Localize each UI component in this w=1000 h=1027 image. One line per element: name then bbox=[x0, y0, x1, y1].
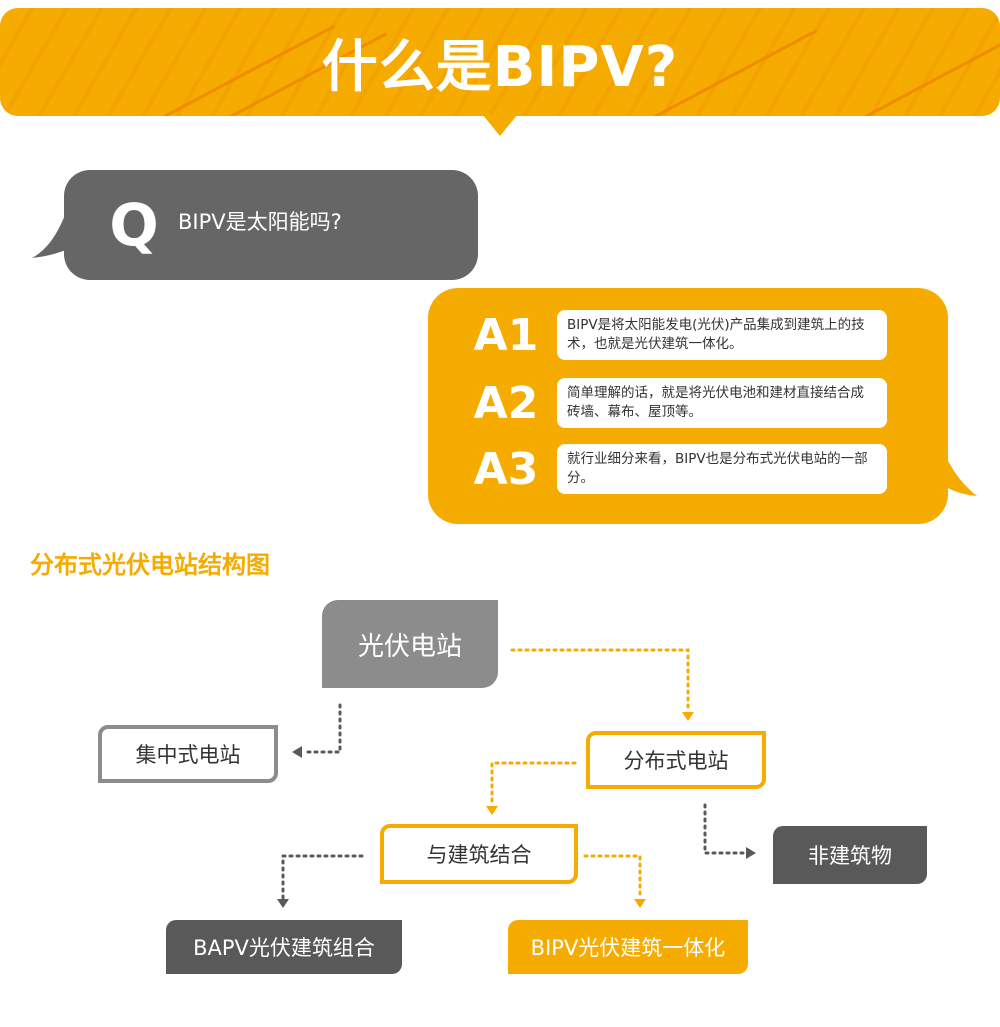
answer-text-a2: 简单理解的话，就是将光伏电池和建材直接结合成砖墙、幕布、屋顶等。 bbox=[557, 378, 887, 428]
node-distributed-station: 分布式电站 bbox=[586, 731, 766, 789]
answer-label-a2: A2 bbox=[473, 378, 539, 429]
node-centralized-station: 集中式电站 bbox=[98, 725, 278, 783]
node-bapv: BAPV光伏建筑组合 bbox=[166, 920, 402, 974]
answer-text-a1: BIPV是将太阳能发电(光伏)产品集成到建筑上的技术，也就是光伏建筑一体化。 bbox=[557, 310, 887, 360]
question-bubble bbox=[64, 170, 478, 280]
answer-text-a3: 就行业细分来看，BIPV也是分布式光伏电站的一部分。 bbox=[557, 444, 887, 494]
node-bipv: BIPV光伏建筑一体化 bbox=[508, 920, 748, 974]
question-text: BIPV是太阳能吗? bbox=[178, 210, 342, 234]
node-building-integrated: 与建筑结合 bbox=[380, 824, 578, 884]
node-non-building: 非建筑物 bbox=[773, 826, 927, 884]
answer-bubble-tail bbox=[937, 432, 977, 496]
page-title: 什么是BIPV? bbox=[321, 34, 679, 100]
diagram-title: 分布式光伏电站结构图 bbox=[30, 551, 270, 579]
title-banner bbox=[0, 8, 1000, 116]
question-letter: Q bbox=[109, 191, 159, 259]
answer-label-a3: A3 bbox=[473, 444, 539, 495]
answer-label-a1: A1 bbox=[473, 310, 539, 361]
banner-pointer bbox=[482, 114, 518, 136]
node-pv-station: 光伏电站 bbox=[322, 600, 498, 688]
